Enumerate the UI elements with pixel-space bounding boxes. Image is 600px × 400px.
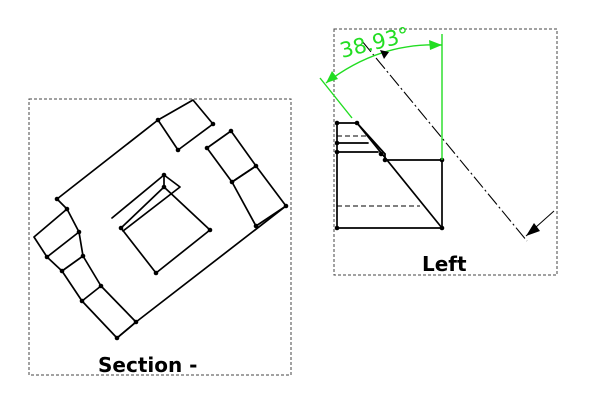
dimension-leader-arrow (380, 50, 389, 59)
left-hidden-lines (337, 135, 420, 207)
section-view-label: Section - (98, 353, 197, 377)
center-line (361, 40, 528, 242)
section-view-frame (28, 98, 292, 376)
dimension-arrowhead-left (326, 71, 338, 83)
dimension-arrowhead-right (429, 40, 442, 50)
dimension-extension-angled (319, 77, 353, 119)
section-vertices (44, 117, 289, 341)
section-outline (33, 99, 287, 339)
left-outline (336, 122, 443, 229)
section-arrow (525, 210, 555, 237)
angle-dimension[interactable]: 38.93° (319, 22, 443, 160)
left-view-frame (333, 28, 558, 276)
left-view-label: Left (422, 252, 467, 276)
left-view[interactable]: 38.93° Left (319, 22, 558, 276)
section-view[interactable]: Section - (28, 98, 292, 377)
left-vertices (334, 120, 445, 231)
